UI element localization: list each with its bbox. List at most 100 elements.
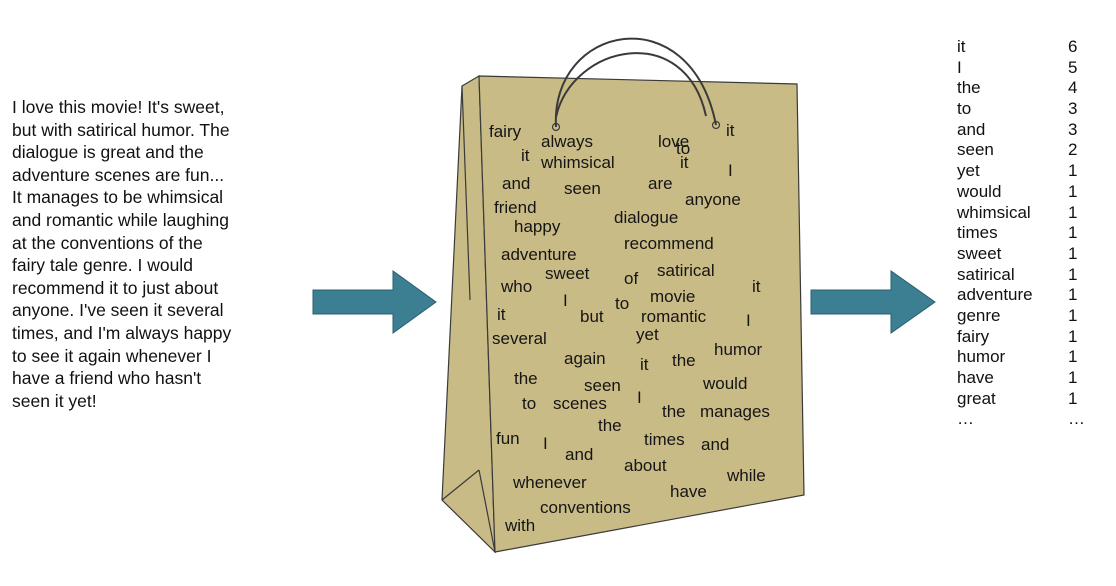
bag-word: whimsical: [540, 153, 615, 172]
bag-word: yet: [636, 325, 659, 344]
count-value: 1: [1068, 388, 1078, 408]
count-word: the: [957, 78, 981, 98]
bag-word: to: [522, 394, 536, 413]
bag-word: the: [672, 351, 696, 370]
count-value: 3: [1068, 99, 1078, 119]
count-value: 5: [1068, 57, 1078, 77]
bag-word: who: [500, 277, 532, 296]
count-word: …: [957, 409, 974, 429]
count-value: 1: [1068, 305, 1078, 325]
bag-word: the: [662, 402, 686, 421]
bag-word: recommend: [624, 234, 714, 253]
bag-word: while: [726, 466, 766, 485]
bag-word: have: [670, 482, 707, 501]
bag-word: I: [728, 161, 733, 180]
review-line: and romantic while laughing: [12, 209, 229, 230]
bag-word: and: [565, 445, 593, 464]
bag-word: I: [563, 291, 568, 310]
count-value: 2: [1068, 140, 1078, 160]
bag-word: romantic: [641, 307, 707, 326]
count-word: adventure: [957, 285, 1033, 305]
review-line: to see it again whenever I: [12, 345, 212, 366]
count-word: yet: [957, 161, 980, 181]
bag-word: friend: [494, 198, 537, 217]
bag-word: it: [680, 153, 689, 172]
bag-word: to: [676, 139, 690, 158]
bag-word: dialogue: [614, 208, 678, 227]
bag-word: I: [543, 434, 548, 453]
bag-word: it: [640, 355, 649, 374]
count-word: I: [957, 57, 962, 77]
count-value: 1: [1068, 347, 1078, 367]
bag-word: with: [504, 516, 535, 535]
review-line: adventure scenes are fun...: [12, 164, 225, 185]
bag-word: about: [624, 456, 667, 475]
bag-word: whenever: [512, 473, 587, 492]
bag-word: are: [648, 174, 673, 193]
arrow-right-icon: [312, 270, 437, 334]
bag-word: it: [521, 146, 530, 165]
review-line: I love this movie! It's sweet,: [12, 97, 225, 117]
bag-word: I: [637, 388, 642, 407]
shopping-bag-icon: [441, 37, 805, 554]
count-value: 1: [1068, 326, 1078, 346]
review-line: It manages to be whimsical: [12, 187, 224, 208]
count-word: sweet: [957, 243, 1002, 263]
count-value: 1: [1068, 181, 1078, 201]
count-word: whimsical: [957, 202, 1031, 222]
bag-word: love: [658, 132, 689, 151]
count-word: would: [957, 181, 1002, 201]
count-word: times: [957, 223, 998, 243]
count-word: humor: [957, 347, 1006, 367]
bag-word: seen: [564, 179, 601, 198]
bag-word: several: [492, 329, 547, 348]
count-value: 1: [1068, 161, 1078, 181]
bag-word: to: [615, 294, 629, 313]
bag-word: satirical: [657, 261, 715, 280]
bag-word: scenes: [553, 394, 607, 413]
count-word: have: [957, 368, 994, 387]
bag-word: the: [514, 369, 538, 388]
review-text: I love this movie! It's sweet,but with s…: [12, 96, 312, 412]
count-word: to: [957, 99, 972, 119]
bag-word: fun: [496, 429, 520, 448]
bag-word: humor: [714, 340, 763, 359]
review-line: dialogue is great and the: [12, 142, 204, 163]
bag-word: and: [701, 435, 729, 454]
review-line: have a friend who hasn't: [12, 368, 202, 389]
bag-word: would: [702, 374, 747, 393]
count-value: 6: [1068, 37, 1078, 56]
bag-word: sweet: [545, 264, 590, 283]
bag-word: conventions: [540, 498, 631, 517]
bag-word: seen: [584, 376, 621, 395]
count-word: fairy: [957, 326, 990, 346]
bag-word: again: [564, 349, 606, 368]
review-line: fairy tale genre. I would: [12, 255, 193, 276]
bag-word: it: [726, 121, 735, 140]
count-value: 1: [1068, 243, 1078, 263]
count-word: it: [957, 37, 966, 56]
bag-word: but: [580, 307, 604, 326]
bag-word: times: [644, 430, 685, 449]
review-line: seen it yet!: [12, 390, 97, 411]
bag-word: manages: [700, 402, 770, 421]
bag-word: happy: [514, 217, 561, 236]
bag-word: the: [598, 416, 622, 435]
bag-word: I: [746, 311, 751, 330]
bag-word: fairy: [489, 122, 522, 141]
count-word: and: [957, 119, 986, 139]
bag-word: movie: [650, 287, 695, 306]
bag-word: it: [497, 305, 506, 324]
bag-word: of: [624, 269, 638, 288]
review-line: anyone. I've seen it several: [12, 300, 224, 321]
count-word: genre: [957, 305, 1001, 325]
review-line: recommend it to just about: [12, 277, 219, 298]
count-word: seen: [957, 140, 994, 160]
review-line: times, and I'm always happy: [12, 322, 232, 343]
arrow-right-icon: [810, 270, 936, 334]
count-value: 1: [1068, 368, 1078, 387]
count-value: 1: [1068, 264, 1078, 284]
count-value: 3: [1068, 119, 1078, 139]
